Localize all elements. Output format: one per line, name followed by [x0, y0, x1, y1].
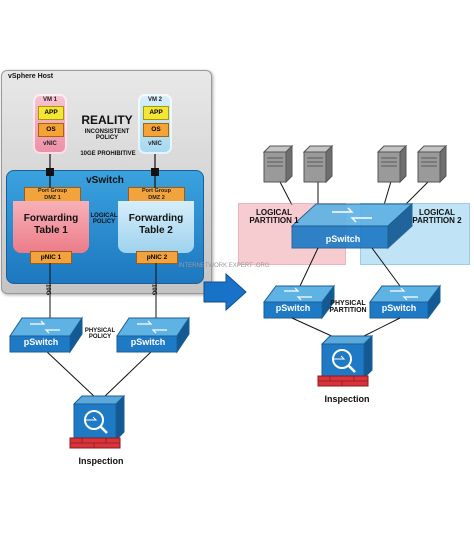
- switch-icon: [263, 284, 335, 320]
- arrow-right-icon: [203, 272, 247, 312]
- right-inspection-label: Inspection: [324, 394, 370, 404]
- physical-partition-label: PHYSICAL PARTITION: [329, 300, 367, 315]
- vm-1-name: VM 1: [42, 97, 57, 103]
- switch-icon: [116, 316, 190, 354]
- right-pswitch-2-label: pSwitch: [381, 303, 417, 313]
- link-1-label: 10G: [44, 284, 51, 296]
- vm-2-app: APP: [143, 106, 169, 120]
- left-pswitch-2-label: pSwitch: [130, 337, 166, 347]
- link-core-pswitch2: [371, 247, 401, 287]
- vm-2: VM 2 APP OS vNIC: [138, 94, 172, 154]
- vm-2-vnic: vNIC: [148, 141, 162, 147]
- reality-title: REALITY: [81, 113, 133, 127]
- server-icon: [302, 144, 334, 184]
- vsphere-host-label: vSphere Host: [8, 73, 54, 80]
- forwarding-table-1-label: Forwarding Table 1: [23, 213, 79, 236]
- server-icon: [376, 144, 408, 184]
- right-pswitch-1-label: pSwitch: [275, 303, 311, 313]
- vm-1-os: OS: [38, 123, 64, 137]
- reality-subtitle: INCONSISTENT POLICY: [84, 129, 130, 142]
- link-pswitch1-inspection: [291, 317, 337, 339]
- forwarding-table-2-label: Forwarding Table 2: [128, 213, 184, 236]
- link-2-label: 10G: [150, 284, 157, 296]
- logical-partition-2-label: LOGICAL PARTITION 2: [412, 208, 462, 226]
- vm-1: VM 1 APP OS vNIC: [33, 94, 67, 154]
- link-core-pswitch1: [299, 247, 319, 287]
- server-icon: [416, 144, 448, 184]
- left-inspection-label: Inspection: [78, 456, 124, 466]
- switch-icon: [9, 316, 83, 354]
- prohibitive-label: 10GE PROHIBITIVE: [80, 151, 136, 157]
- vnic-port-1: [46, 168, 54, 176]
- vm-2-os: OS: [143, 123, 169, 137]
- logical-partition-1-label: LOGICAL PARTITION 1: [249, 208, 299, 226]
- vm-2-name: VM 2: [147, 97, 162, 103]
- logical-policy-label: LOGICAL POLICY: [90, 213, 118, 226]
- vswitch-label: vSwitch: [86, 175, 124, 186]
- switch-icon: [290, 202, 414, 250]
- firewall-icon: [69, 394, 126, 449]
- vnic-port-2: [151, 168, 159, 176]
- physical-policy-label: PHYSICAL POLICY: [84, 328, 116, 341]
- forwarding-table-2: Forwarding Table 2: [118, 201, 194, 253]
- core-switch-label: pSwitch: [325, 234, 361, 244]
- forwarding-table-1: Forwarding Table 1: [13, 201, 89, 253]
- switch-icon: [369, 284, 441, 320]
- vm-1-vnic: vNIC: [43, 141, 57, 147]
- vm-1-app: APP: [38, 106, 64, 120]
- firewall-icon: [317, 334, 374, 387]
- left-pswitch-1-label: pSwitch: [23, 337, 59, 347]
- link-pswitch2-inspection: [359, 317, 401, 339]
- pnic-1: pNIC 1: [30, 251, 72, 264]
- watermark: INTERNETWORK EXPERT .ORG: [178, 263, 270, 269]
- link-pswitch1-inspection: [44, 349, 97, 399]
- pnic-2: pNIC 2: [136, 251, 178, 264]
- port-group-1: Port Group DMZ 1: [24, 187, 81, 203]
- server-icon: [262, 144, 294, 184]
- link-pswitch2-inspection: [102, 349, 154, 399]
